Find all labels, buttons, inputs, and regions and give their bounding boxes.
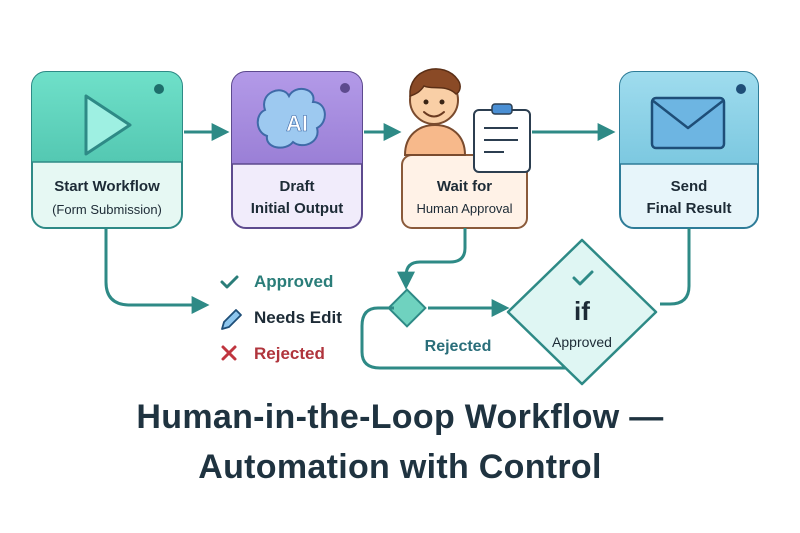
start-to-legend-connector [104, 228, 210, 314]
check-icon [220, 275, 239, 289]
clipboard-icon [473, 103, 531, 173]
ai-brain-icon: AI [256, 87, 326, 149]
send-to-decision-connector [660, 228, 691, 306]
start-title: Start Workflow [54, 178, 160, 195]
wait-title: Wait for [436, 178, 493, 195]
start-workflow-label: Start Workflow (Form Submission) [32, 178, 182, 218]
draft-label: Draft Initial Output [232, 178, 362, 218]
legend-rejected: Rejected [254, 344, 325, 364]
small-decision-diamond [387, 288, 427, 328]
if-label: if [574, 296, 590, 326]
rejected-path-label: Rejected [424, 338, 492, 355]
send-label: Send Final Result [620, 178, 758, 218]
cross-icon [221, 345, 237, 361]
legend-approved-label: Approved [254, 272, 334, 291]
start-workflow-node [31, 71, 183, 229]
draft-node: AI [231, 71, 363, 229]
if-approved-decision [506, 238, 658, 386]
rejected-loop-connector [360, 306, 582, 370]
wait-subtitle: Human Approval [416, 201, 513, 216]
wait-approval-node [401, 68, 531, 229]
ai-badge-text: AI [286, 111, 308, 136]
envelope-icon [650, 96, 726, 150]
wait-label: Wait for Human Approval [402, 178, 527, 217]
send-subtitle: Final Result [646, 200, 732, 217]
play-icon [84, 94, 132, 156]
title-line-1: Human-in-the-Loop Workflow — [136, 398, 664, 436]
status-dot-icon [154, 84, 164, 94]
send-title: Send [670, 178, 708, 195]
approved-decision-label: Approved [552, 334, 612, 350]
wait-to-diamond-connector [397, 228, 467, 290]
start-subtitle: (Form Submission) [52, 202, 162, 217]
legend-approved: Approved [254, 272, 333, 292]
legend-rejected-label: Rejected [254, 344, 325, 363]
title-line-2: Automation with Control [198, 448, 602, 486]
legend-needs-edit: Needs Edit [254, 308, 342, 328]
draft-title: Draft [279, 178, 315, 195]
status-dot-icon [340, 83, 350, 93]
status-dot-icon [736, 84, 746, 94]
check-icon [572, 270, 594, 286]
draft-subtitle: Initial Output [250, 200, 344, 217]
legend-needs-edit-label: Needs Edit [254, 308, 342, 327]
person-icon [403, 68, 467, 156]
pencil-icon [221, 309, 242, 330]
send-node [619, 71, 759, 229]
